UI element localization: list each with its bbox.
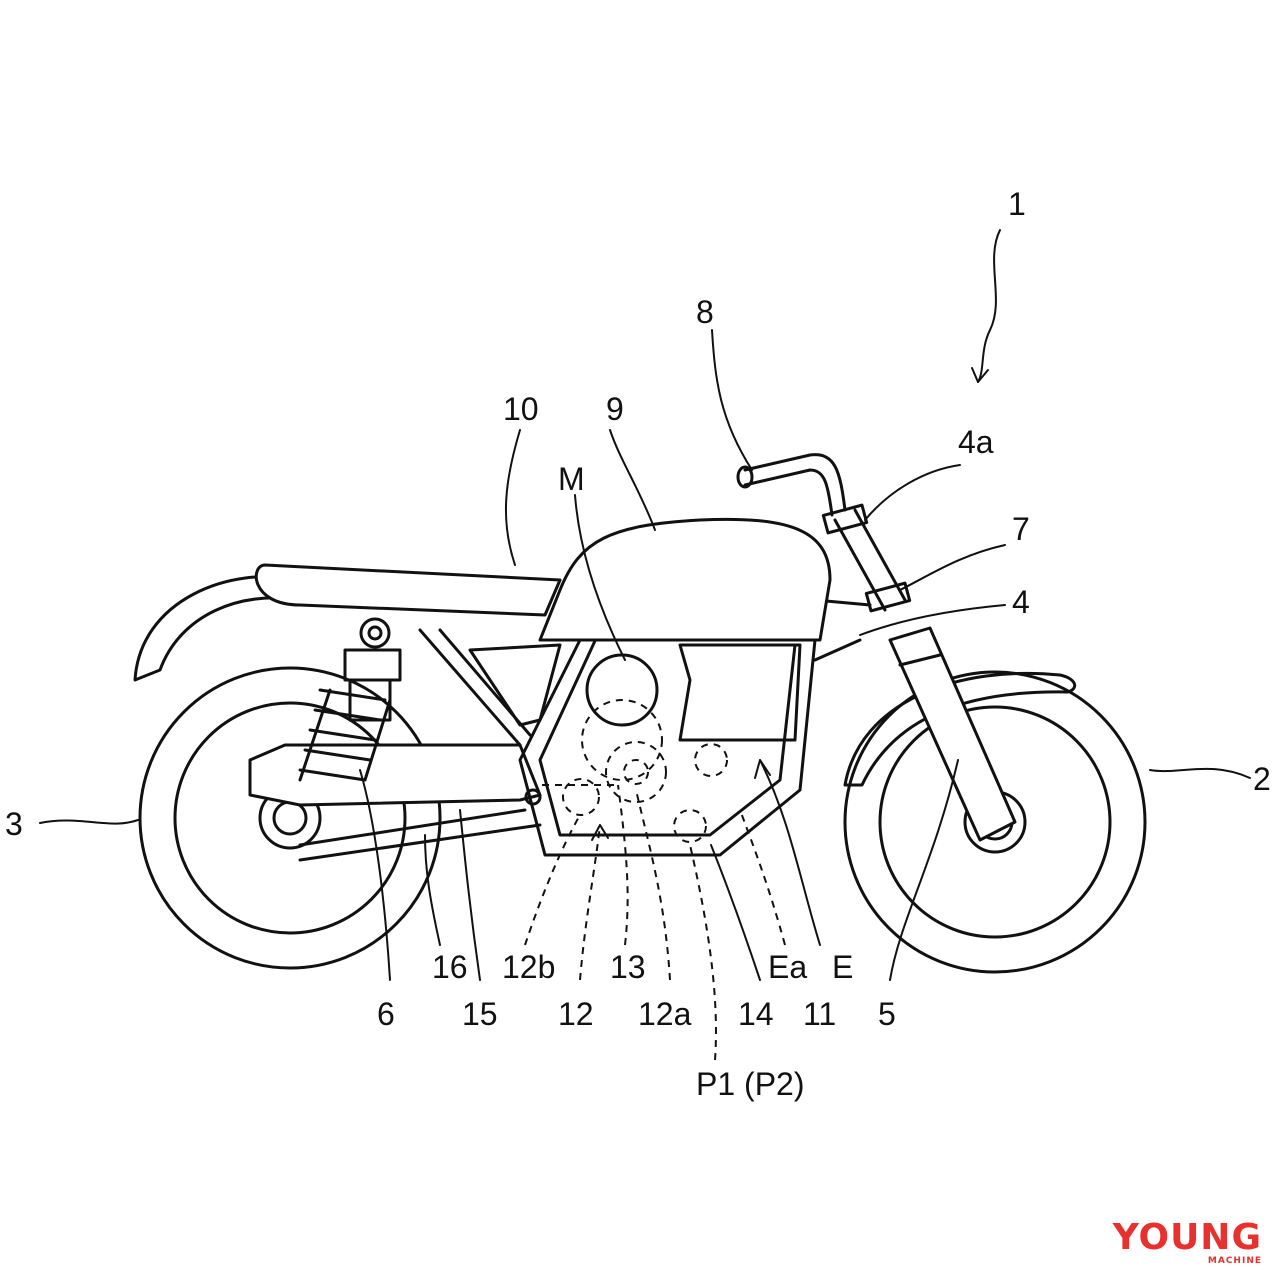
fuel-tank <box>538 517 832 642</box>
label-8: 8 <box>696 294 714 330</box>
label-9: 9 <box>606 391 624 427</box>
swing-arm-lower <box>298 808 542 862</box>
label-4: 4 <box>1012 584 1030 620</box>
label-Ea: Ea <box>768 949 807 985</box>
label-11: 11 <box>803 996 836 1032</box>
label-6: 6 <box>377 996 395 1032</box>
motor-dashed <box>581 699 663 781</box>
seat <box>254 563 562 617</box>
main-frame <box>518 628 817 857</box>
label-12a: 12a <box>638 996 692 1032</box>
label-15: 15 <box>462 996 498 1032</box>
label-12: 12 <box>558 996 594 1032</box>
label-7: 7 <box>1012 511 1030 547</box>
leader-lines <box>39 229 1251 1061</box>
front-fork <box>821 503 1017 842</box>
label-P1-P2: P1 (P2) <box>696 1066 804 1102</box>
label-12b: 12b <box>502 949 555 985</box>
label-5: 5 <box>878 996 896 1032</box>
motor <box>585 653 659 727</box>
battery-box <box>678 643 802 742</box>
label-13: 13 <box>610 949 646 985</box>
label-M: M <box>558 461 585 497</box>
gear-train <box>542 741 728 843</box>
label-4a: 4a <box>958 424 994 460</box>
swing-arm-pivot <box>524 788 542 806</box>
label-3: 3 <box>5 806 23 842</box>
swing-arm <box>248 743 542 807</box>
label-2: 2 <box>1253 761 1271 797</box>
rear-shock <box>298 617 402 782</box>
front-fender <box>843 671 1077 787</box>
watermark-logo: YOUNG MACHINE <box>1112 1217 1262 1267</box>
frame-triangle-cutout <box>468 643 562 727</box>
label-E: E <box>832 949 853 985</box>
label-16: 16 <box>432 949 468 985</box>
rear-wheel <box>138 666 442 970</box>
label-10: 10 <box>503 391 539 427</box>
label-14: 14 <box>738 996 774 1032</box>
handle-grip-end <box>736 465 754 489</box>
handlebar <box>743 453 847 517</box>
main-frame-inner <box>538 628 797 837</box>
watermark-main-text: YOUNG <box>1112 1217 1262 1258</box>
label-1: 1 <box>1008 186 1026 222</box>
watermark-sub-text: MACHINE <box>1207 1256 1262 1266</box>
